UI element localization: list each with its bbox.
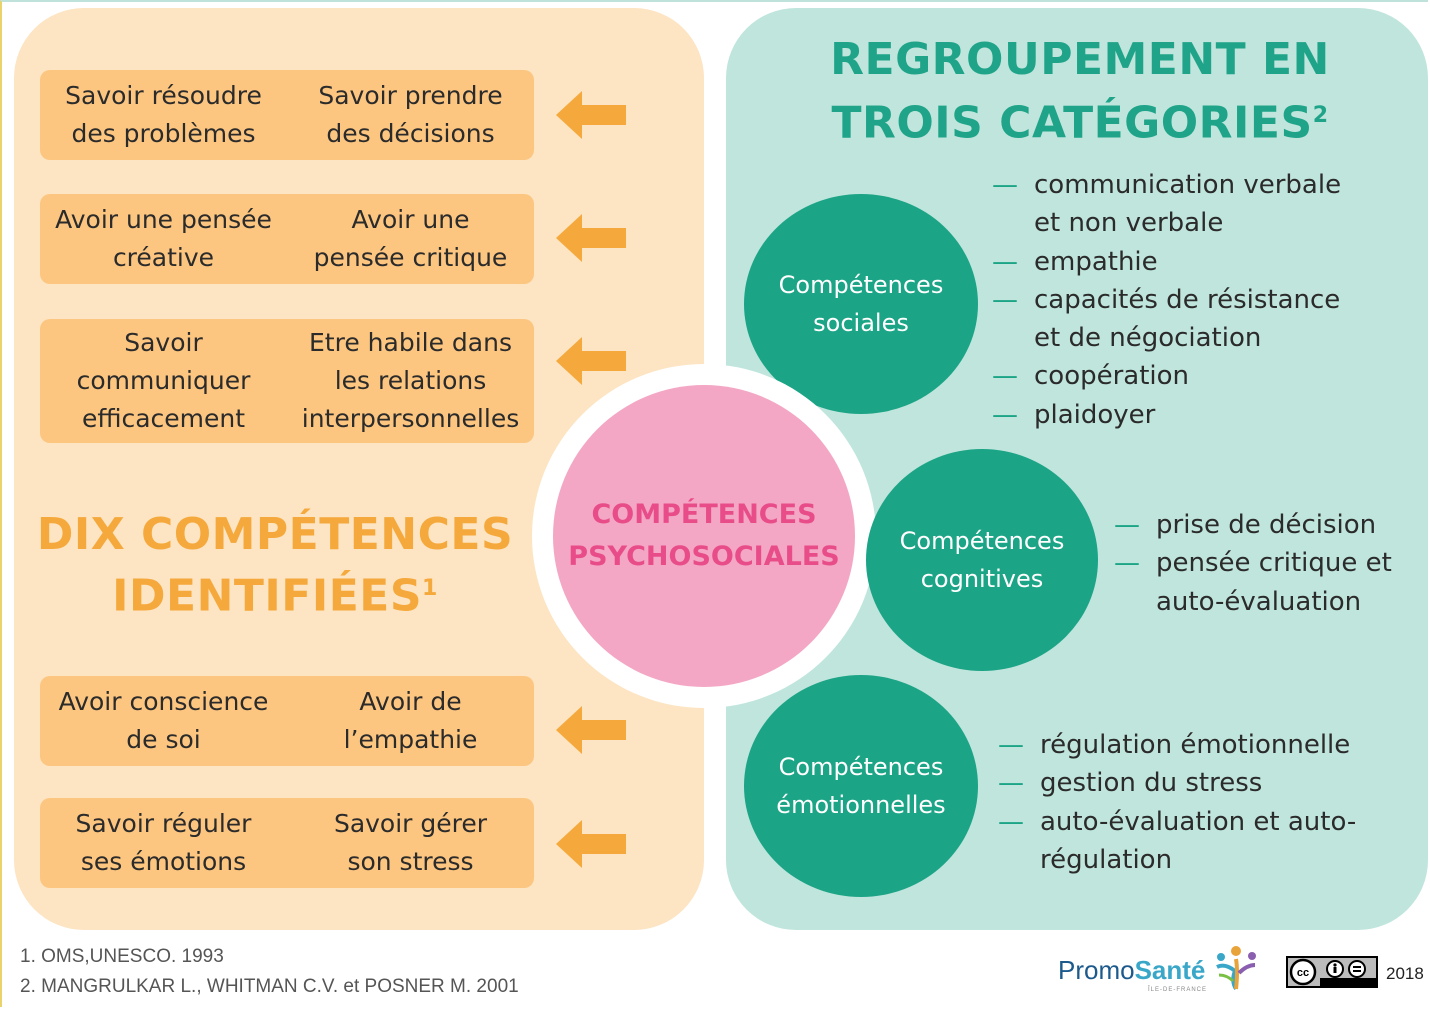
list-item: et non verbale [1034,208,1224,239]
skill-creative-thinking: Avoir une pensée créative [55,205,272,272]
skill-critical-thinking: Avoir une pensée critique [313,205,508,272]
left-title: DIX COMPÉTENCES IDENTIFIÉES1 [20,508,530,624]
left-title-line1: DIX COMPÉTENCES [36,509,514,560]
left-title-line2: IDENTIFIÉES [112,570,423,622]
category-list-social: communication verbale et non verbale emp… [992,166,1341,434]
list-item: gestion du stress [998,764,1356,803]
list-item: pensée critique et [1114,544,1392,583]
list-item: empathie [992,243,1341,282]
skill-interpersonal: Etre habile dans les relations interpers… [301,328,520,433]
right-title-line2: TROIS CATÉGORIES [831,97,1313,149]
right-title-line1: REGROUPEMENT EN [830,34,1330,85]
category-circle-cognitive: Compétences cognitives [866,449,1098,671]
svg-text:cc: cc [1297,967,1309,979]
list-item: régulation émotionnelle [998,726,1356,765]
skill-box-1: Savoir résoudre des problèmes Savoir pre… [40,70,534,160]
list-item: auto-évaluation [1156,586,1362,617]
skill-box-4: Avoir conscience de soi Avoir de l’empat… [40,676,534,766]
year-label: 2018 [1386,964,1424,983]
skill-communication: Savoir communiquer efficacement [76,328,251,433]
people-logo-icon [1216,946,1257,991]
list-item: communication verbale [992,166,1341,205]
left-title-sup: 1 [422,576,438,601]
list-item: et de négociation [1034,323,1262,354]
category-circle-social: Compétences sociales [744,194,978,414]
skill-box-2: Avoir une pensée créative Avoir une pens… [40,194,534,284]
promosante-logo: PromoSanté ÎLE-DE-FRANCE [1058,946,1261,993]
skill-stress-management: Savoir gérer son stress [333,809,488,876]
arrow-left-icon [556,820,626,868]
list-item: capacités de résistance [992,281,1341,320]
skill-empathy: Avoir de l’empathie [343,687,478,754]
list-item: régulation [1040,844,1173,875]
center-circle: COMPÉTENCES PSYCHOSOCIALES [553,385,855,687]
skill-decision-making: Savoir prendre des décisions [318,81,503,148]
logo-sante-text: Santé [1134,955,1206,985]
list-item: coopération [992,357,1341,396]
skill-self-awareness: Avoir conscience de soi [58,687,269,754]
arrow-left-icon [556,337,626,385]
skill-box-5: Savoir réguler ses émotions Savoir gérer… [40,798,534,888]
right-title: REGROUPEMENT EN TROIS CATÉGORIES2 [760,32,1400,152]
cc-by-nd-license-icon: cc [1286,956,1378,988]
right-title-sup: 2 [1312,103,1329,128]
category-list-emotional: régulation émotionnelle gestion du stres… [998,726,1356,879]
skill-problem-solving: Savoir résoudre des problèmes [65,81,262,148]
arrow-left-icon [556,214,626,262]
skill-box-3: Savoir communiquer efficacement Etre hab… [40,319,534,443]
arrow-left-icon [556,706,626,754]
center-label: COMPÉTENCES PSYCHOSOCIALES [568,499,840,572]
list-item: prise de décision [1114,506,1392,545]
list-item: auto-évaluation et auto- [998,803,1356,842]
category-list-cognitive: prise de décision pensée critique et aut… [1114,506,1392,621]
logo-subtitle: ÎLE-DE-FRANCE [1148,987,1208,993]
logo-promo-text: Promo [1058,955,1135,985]
skill-emotion-regulation: Savoir réguler ses émotions [75,809,252,876]
reference-1: 1. OMS,UNESCO. 1993 [20,946,224,967]
references: 1. OMS,UNESCO. 1993 2. MANGRULKAR L., WH… [20,942,519,1002]
arrow-left-icon [556,91,626,139]
category-circle-emotional: Compétences émotionnelles [744,675,978,897]
reference-2: 2. MANGRULKAR L., WHITMAN C.V. et POSNER… [20,976,519,997]
list-item: plaidoyer [992,396,1341,435]
